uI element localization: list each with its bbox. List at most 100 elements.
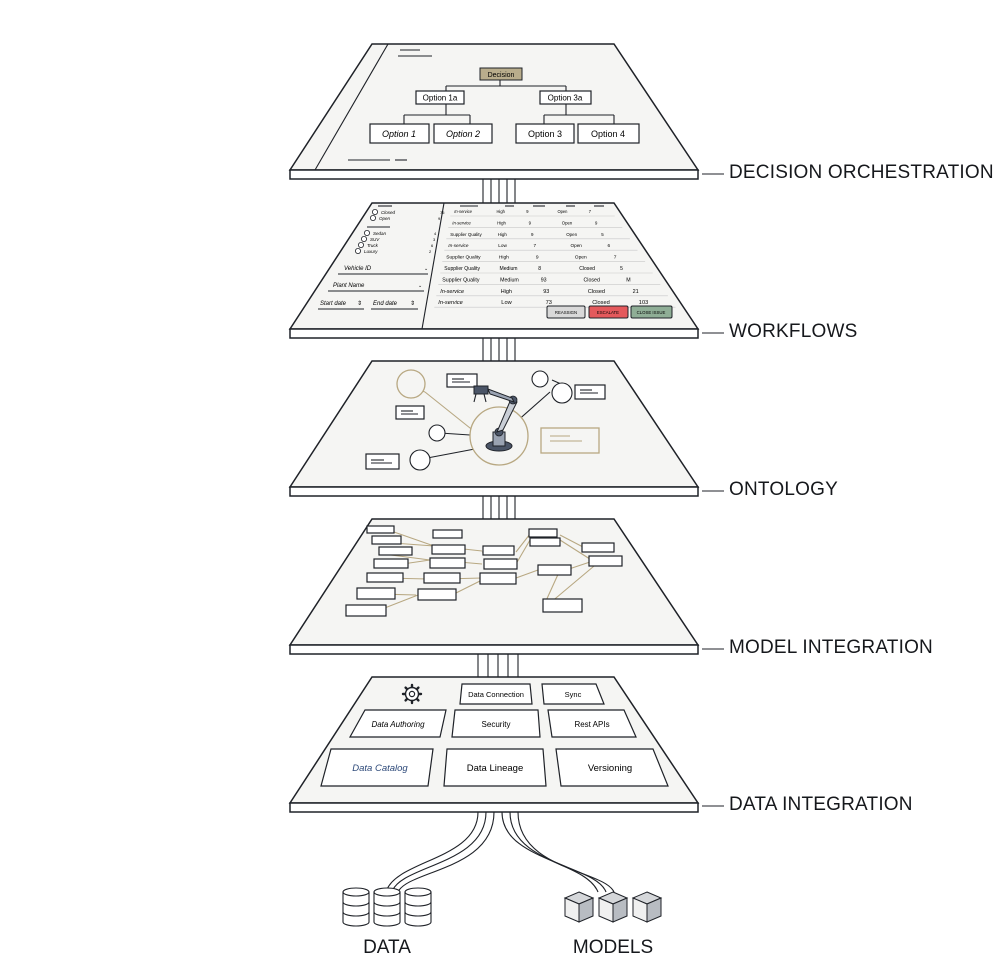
option-4-label: Option 4 (591, 129, 625, 139)
option-4-node[interactable]: Option 4 (577, 123, 640, 144)
table-cell: Low (498, 243, 507, 248)
table-cell: High (497, 209, 505, 214)
ontology-node-top-right[interactable] (531, 370, 549, 388)
option-1-node[interactable]: Option 1 (369, 123, 430, 144)
svg-text:Data Authoring: Data Authoring (371, 720, 425, 729)
svg-text:Luxury: Luxury (364, 249, 378, 254)
ontology-layer (288, 360, 700, 497)
escalate-button[interactable]: ESCALATE (588, 305, 629, 319)
svg-text:CLOSE ISSUE: CLOSE ISSUE (637, 310, 666, 315)
pipeline-nodes[interactable] (345, 525, 623, 617)
option-3-node[interactable]: Option 3 (515, 123, 575, 144)
table-cell: Supplier Quality (442, 277, 480, 283)
svg-text:ESCALATE: ESCALATE (597, 310, 619, 315)
model-integration-layer (288, 518, 700, 655)
object-card-bottom-left[interactable] (365, 453, 400, 470)
models-source-label: MODELS (572, 937, 654, 958)
table-cell: Supplier Quality (450, 232, 482, 237)
table-cell: Open (575, 255, 587, 261)
object-card-right[interactable] (574, 384, 606, 400)
svg-text:6: 6 (431, 243, 434, 248)
ontology-node-top-left[interactable] (396, 369, 426, 399)
data-lineage-tile[interactable]: Data Lineage (443, 748, 547, 787)
table-cell: Open (558, 209, 568, 214)
option-2-node[interactable]: Option 2 (433, 123, 493, 144)
plant-name-field[interactable]: Plant Name ⌄ (328, 283, 424, 292)
svg-text:2: 2 (429, 249, 432, 254)
ontology-node-right[interactable] (551, 382, 573, 404)
vehicle-id-field[interactable]: Vehicle ID ⌄ (338, 266, 428, 275)
ontology-node-left[interactable] (428, 424, 446, 442)
svg-text:Sync: Sync (565, 690, 582, 699)
table-cell: 93 (543, 289, 549, 295)
table-cell: In-service (452, 220, 471, 225)
svg-text:3: 3 (433, 237, 436, 242)
data-authoring-tile[interactable]: Data Authoring (348, 709, 447, 738)
table-cell: Closed (592, 300, 610, 306)
svg-text:Vehicle ID: Vehicle ID (344, 266, 372, 272)
versioning-tile[interactable]: Versioning (555, 748, 669, 787)
database-icon (342, 887, 370, 927)
table-cell: 73 (546, 300, 552, 306)
filter-closed[interactable]: Closed 75 (371, 208, 445, 215)
table-cell: 103 (639, 300, 648, 306)
option-3a-node[interactable]: Option 3a (539, 90, 592, 105)
svg-text:⌄: ⌄ (424, 266, 428, 272)
database-icon (404, 887, 432, 927)
rest-apis-tile[interactable]: Rest APIs (547, 709, 637, 738)
cube-icon (631, 891, 663, 923)
ontology-node-bottom-left[interactable] (409, 449, 431, 471)
start-date-field[interactable]: Start date ⇕ (318, 300, 364, 310)
database-icon (373, 887, 401, 927)
svg-text:Versioning: Versioning (588, 763, 632, 774)
vehicle-type-filter-group: Sedan 4 SUV 3 Truck 6 Luxury 2 (354, 226, 437, 254)
svg-text:Open: Open (379, 216, 391, 221)
filter-luxury[interactable]: Luxury 2 (354, 247, 432, 254)
object-card-highlight[interactable] (540, 427, 600, 454)
table-cell: Medium (500, 266, 518, 272)
decision-root-node[interactable]: Decision (479, 67, 523, 81)
sync-tile[interactable]: Sync (541, 683, 605, 705)
filter-sedan[interactable]: Sedan 4 (363, 229, 437, 236)
table-cell: 6 (608, 243, 611, 248)
table-cell: Open (566, 232, 577, 237)
end-date-field[interactable]: End date ⇕ (371, 300, 418, 310)
filter-suv[interactable]: SUV 3 (360, 235, 436, 242)
data-connection-tile[interactable]: Data Connection (459, 683, 533, 705)
option-1a-node[interactable]: Option 1a (415, 90, 465, 105)
table-cell: In-service (448, 243, 469, 248)
svg-text:Security: Security (482, 720, 511, 729)
table-cell: High (501, 289, 512, 295)
object-card-top[interactable] (446, 373, 478, 388)
decision-orchestration-label: DECISION ORCHESTRATION (729, 162, 994, 183)
table-cell: 5 (601, 232, 604, 237)
svg-text:Closed: Closed (381, 210, 396, 215)
connector-model-data (477, 654, 519, 678)
object-card-left[interactable] (395, 405, 425, 420)
security-tile[interactable]: Security (451, 709, 541, 738)
connector-workflows-ontology (482, 338, 516, 362)
table-cell: Closed (584, 277, 600, 283)
table-cell: Closed (588, 289, 605, 295)
filter-truck[interactable]: Truck 6 (357, 241, 434, 248)
filter-open[interactable]: Open 9 (369, 214, 441, 221)
data-catalog-tile[interactable]: Data Catalog (320, 748, 434, 787)
reassign-button[interactable]: REASSIGN (546, 305, 586, 319)
option-2-label: Option 2 (446, 129, 480, 139)
svg-text:Start date: Start date (320, 301, 347, 307)
table-cell: M (626, 277, 630, 283)
svg-text:4: 4 (434, 231, 437, 236)
table-cell: High (498, 232, 508, 237)
model-cube-icons (563, 891, 663, 923)
close-issue-button[interactable]: CLOSE ISSUE (630, 305, 673, 319)
table-cell: 9 (529, 220, 532, 225)
